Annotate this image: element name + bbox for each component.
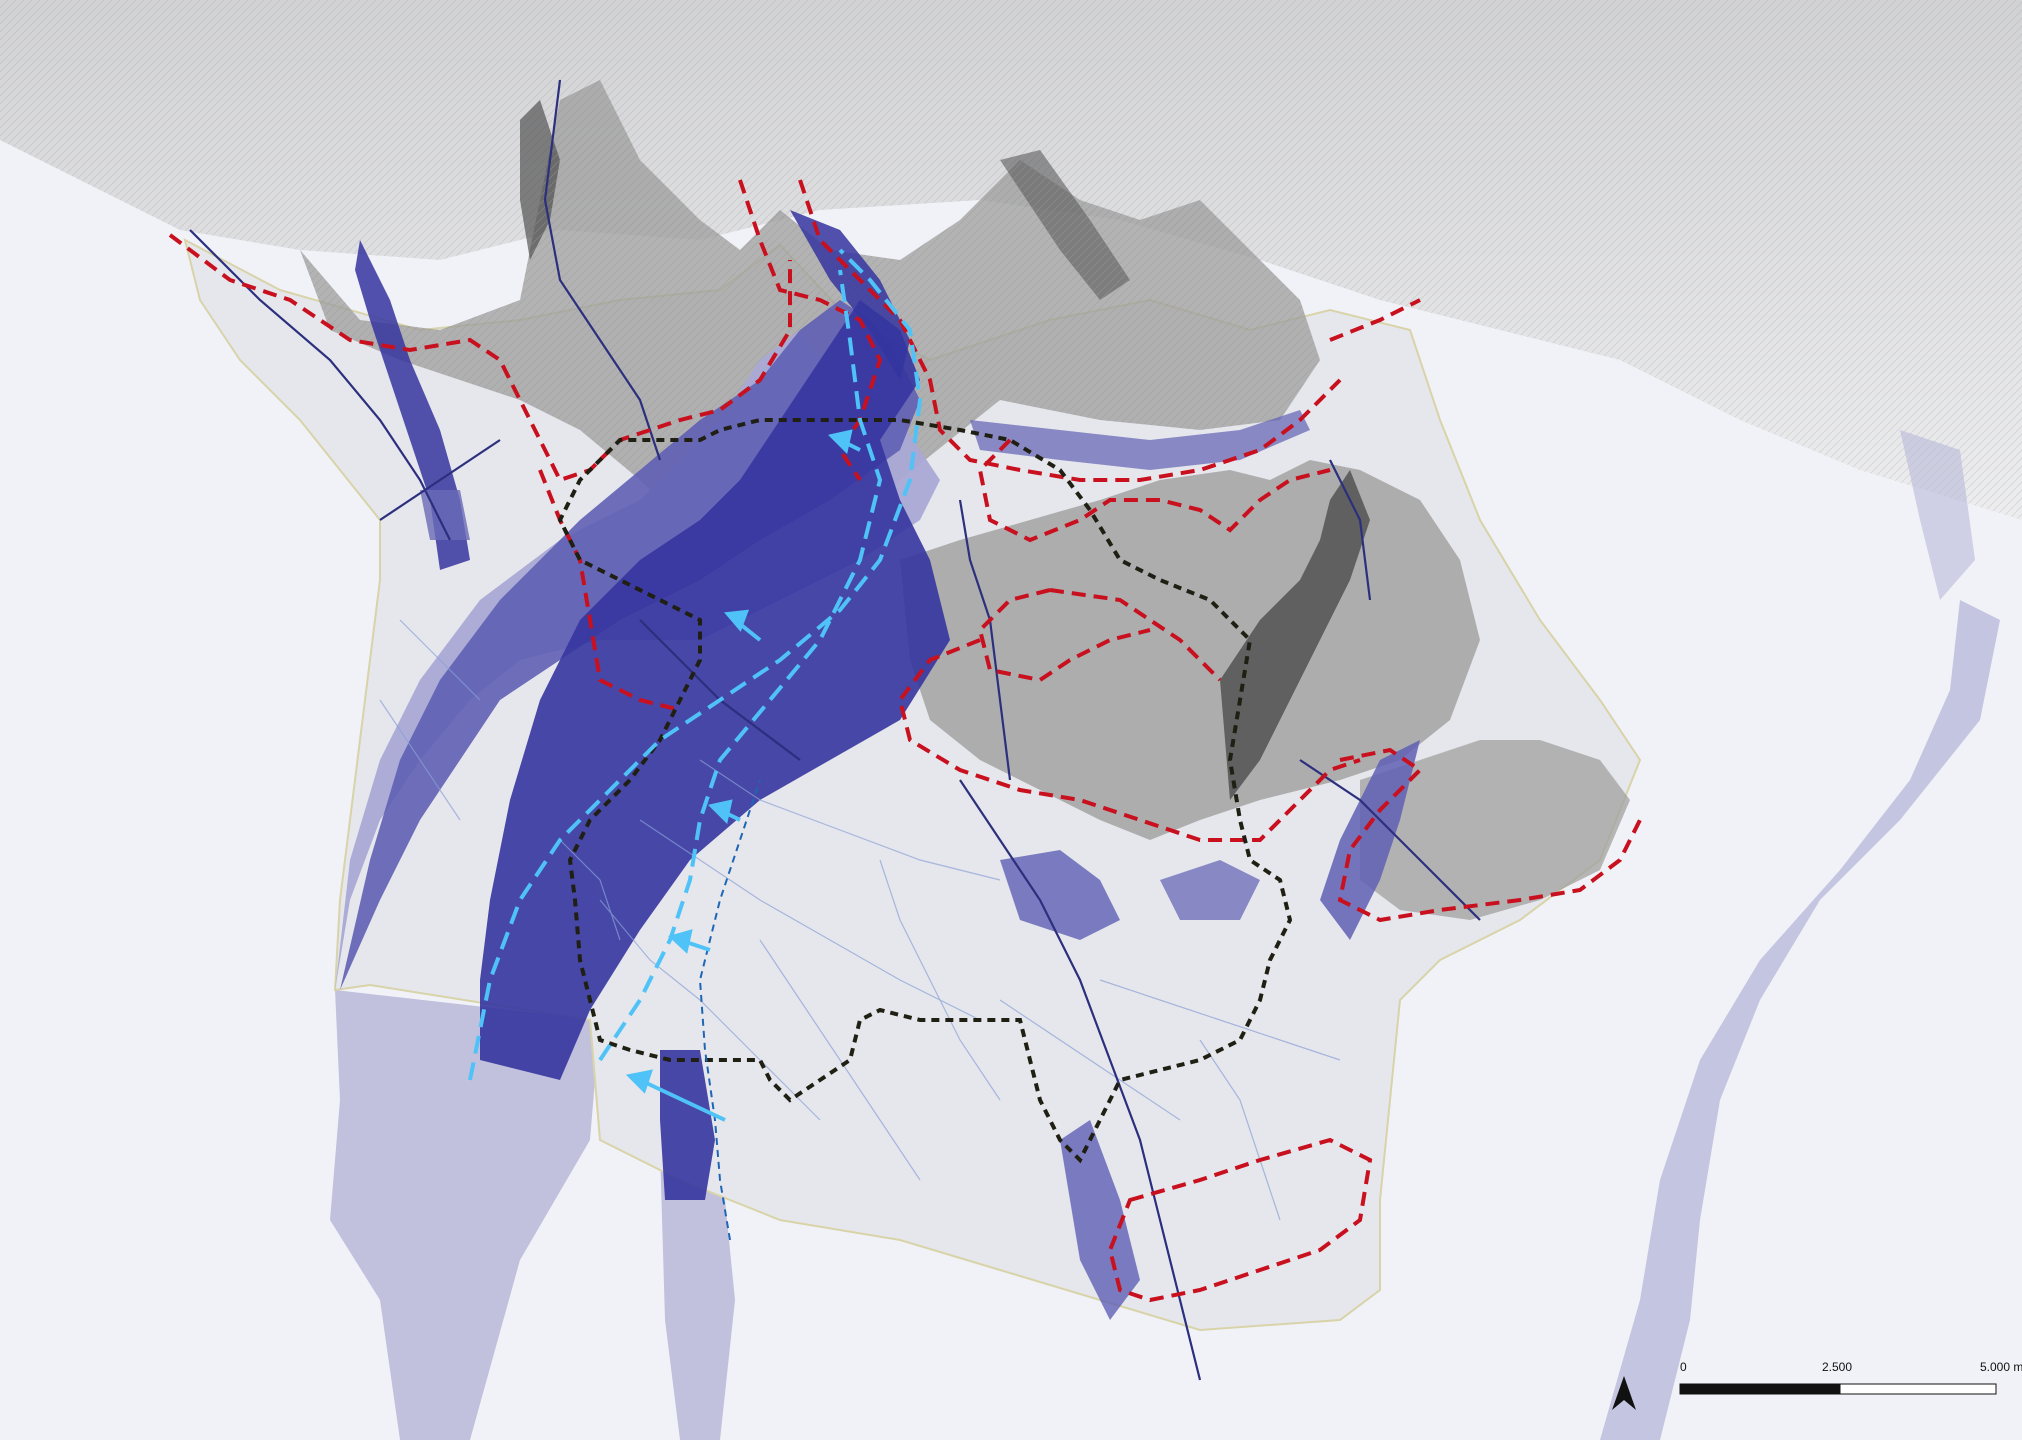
flood-zone-southeast <box>1060 1120 1140 1320</box>
flow-path-thin <box>698 779 761 1241</box>
flood-zone-dark <box>480 300 950 1080</box>
flow-arrow-1 <box>625 1069 726 1122</box>
regional-mountains-texture <box>0 0 2022 520</box>
flood-zone-west-channel <box>355 240 470 570</box>
scale-label-start: 0 <box>1680 1360 1687 1374</box>
regional-flood-zone-south <box>660 1150 735 1440</box>
black-dashed-boundary <box>557 418 1293 1164</box>
flow-arrow-5 <box>828 429 861 454</box>
mountain-ridge-dark <box>1220 470 1370 800</box>
regional-flood-zone-east <box>1600 600 2000 1440</box>
flow-arrow-3 <box>708 799 741 824</box>
scale-bar <box>1679 1383 1997 1395</box>
north-arrow-icon <box>1612 1376 1636 1410</box>
scale-label-end: 5.000 m <box>1980 1360 2022 1374</box>
scale-bar-segment-2 <box>1839 1383 1997 1395</box>
scale-label-middle: 2.500 <box>1822 1360 1853 1374</box>
flood-zone-center-patch-2 <box>1160 860 1260 920</box>
flow-arrow-2 <box>668 929 711 954</box>
flow-arrow-4 <box>724 609 762 642</box>
flood-zone-west-patches <box>420 490 470 540</box>
flood-zone-south-channel <box>660 1050 715 1200</box>
flow-arrows <box>625 429 861 1122</box>
flood-zone-center-patch <box>1000 850 1120 940</box>
river-network <box>189 79 1481 1381</box>
flood-zone-north-channel <box>790 210 910 380</box>
flood-zone-east-channel <box>1320 740 1420 940</box>
flow-paths <box>468 248 923 1081</box>
scale-bar-segment-1 <box>1679 1383 1841 1395</box>
flood-zone-northeast-band <box>970 410 1310 470</box>
regional-flood-zone-southwest <box>330 990 600 1440</box>
canal-network <box>379 619 1341 1221</box>
regional-flood-zone-northeast <box>1900 430 1975 600</box>
mountain-relief-east <box>1360 740 1630 920</box>
